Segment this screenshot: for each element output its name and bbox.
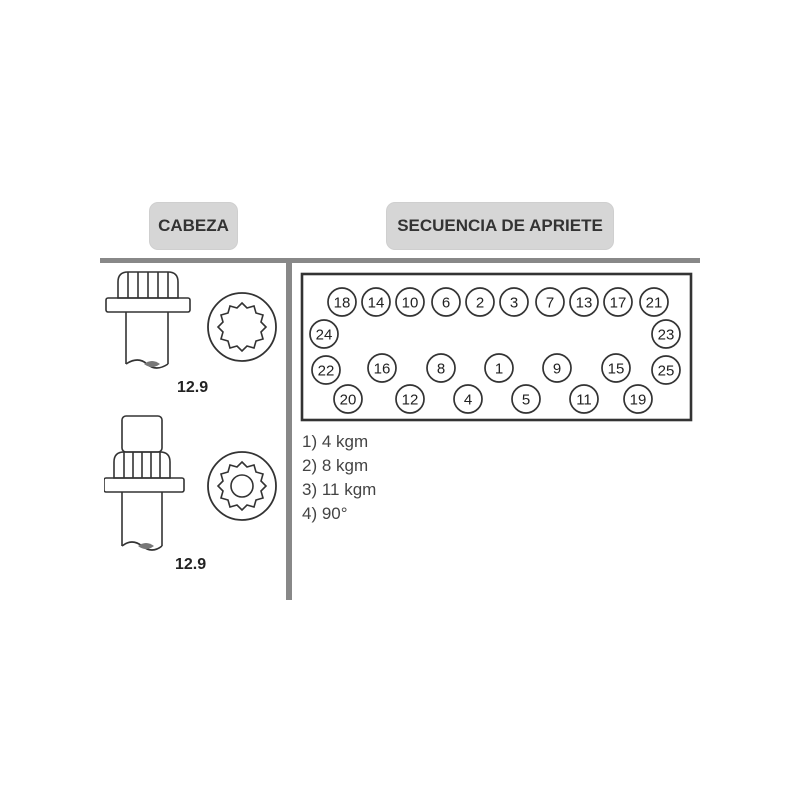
bolt-position-5: 5 — [511, 384, 541, 414]
bolt-number: 22 — [318, 363, 335, 380]
bolt-circle — [623, 384, 653, 414]
bolt-2-grade: 12.9 — [175, 556, 207, 573]
bolt-number: 6 — [442, 295, 450, 312]
bolt-circle — [367, 353, 397, 383]
bolt-position-11: 11 — [569, 384, 599, 414]
bolt-position-20: 20 — [333, 384, 363, 414]
sequence-header: SECUENCIA DE APRIETE — [387, 203, 613, 249]
bolt-position-15: 15 — [601, 353, 631, 383]
bolt-circle — [465, 287, 495, 317]
bolt-number: 8 — [437, 361, 445, 378]
bolt-position-23: 23 — [651, 319, 681, 349]
bolt-number: 3 — [510, 295, 518, 312]
bolt-2-top-view — [207, 451, 277, 521]
bolt-number: 20 — [340, 392, 357, 409]
bolt-number: 17 — [610, 295, 627, 312]
bolt-position-17: 17 — [603, 287, 633, 317]
bolt-number: 9 — [553, 361, 561, 378]
bolt-number: 19 — [630, 392, 647, 409]
bolt-number: 2 — [476, 295, 484, 312]
bolt-position-10: 10 — [395, 287, 425, 317]
bolt-circle — [651, 319, 681, 349]
bolt-number: 13 — [576, 295, 593, 312]
bolt-position-24: 24 — [309, 319, 339, 349]
bolt-position-21: 21 — [639, 287, 669, 317]
bolt-number: 24 — [316, 327, 333, 344]
bolt-number: 25 — [658, 363, 675, 380]
bolt-number: 7 — [546, 295, 554, 312]
bolt-position-1: 1 — [484, 353, 514, 383]
tightening-step: 4) 90° — [302, 504, 348, 523]
bolt-circle — [309, 319, 339, 349]
tightening-step: 3) 11 kgm — [302, 480, 377, 499]
bolt-number: 15 — [608, 361, 625, 378]
bolt-circle — [327, 287, 357, 317]
vertical-divider — [286, 263, 292, 600]
head-header: CABEZA — [150, 203, 237, 249]
bolt-position-9: 9 — [542, 353, 572, 383]
bolt-1-side-view — [105, 271, 191, 369]
bolt-number: 21 — [646, 295, 663, 312]
bolt-position-12: 12 — [395, 384, 425, 414]
bolt-circle — [431, 287, 461, 317]
bolt-circle — [639, 287, 669, 317]
bolt-circle — [361, 287, 391, 317]
bolt-circle — [453, 384, 483, 414]
tightening-step: 1) 4 kgm — [302, 432, 369, 451]
bolt-number: 16 — [374, 361, 391, 378]
bolt-number: 23 — [658, 327, 675, 344]
bolt-2-side-view — [104, 415, 185, 551]
bolt-position-3: 3 — [499, 287, 529, 317]
bolt-1-grade: 12.9 — [177, 379, 209, 396]
bolt-position-16: 16 — [367, 353, 397, 383]
bolt-position-7: 7 — [535, 287, 565, 317]
bolt-circle — [395, 384, 425, 414]
bolt-number: 5 — [522, 392, 530, 409]
bolt-circle — [499, 287, 529, 317]
bolt-circle — [542, 353, 572, 383]
bolt-circle — [569, 384, 599, 414]
bolt-circle — [511, 384, 541, 414]
bolt-number: 10 — [402, 295, 419, 312]
bolt-circle — [535, 287, 565, 317]
bolt-number: 14 — [368, 295, 385, 312]
bolt-position-6: 6 — [431, 287, 461, 317]
horizontal-divider — [100, 258, 700, 263]
bolt-position-25: 25 — [651, 355, 681, 385]
bolt-number: 12 — [402, 392, 419, 409]
bolt-position-14: 14 — [361, 287, 391, 317]
bolt-number: 18 — [334, 295, 351, 312]
bolt-number: 4 — [464, 392, 472, 409]
bolt-circle — [603, 287, 633, 317]
bolt-position-19: 19 — [623, 384, 653, 414]
bolt-circle — [569, 287, 599, 317]
bolt-circle — [395, 287, 425, 317]
bolt-position-2: 2 — [465, 287, 495, 317]
bolt-position-18: 18 — [327, 287, 357, 317]
bolt-position-4: 4 — [453, 384, 483, 414]
bolt-position-8: 8 — [426, 353, 456, 383]
bolt-circle — [651, 355, 681, 385]
bolt-number: 1 — [495, 361, 503, 378]
bolt-circle — [311, 355, 341, 385]
bolt-position-22: 22 — [311, 355, 341, 385]
tightening-step: 2) 8 kgm — [302, 456, 369, 475]
bolt-number: 11 — [576, 392, 592, 409]
bolt-1-top-view — [207, 292, 277, 362]
bolt-position-13: 13 — [569, 287, 599, 317]
bolt-circle — [601, 353, 631, 383]
bolt-circle — [426, 353, 456, 383]
bolt-circle — [484, 353, 514, 383]
tightening-steps-list: 1) 4 kgm 2) 8 kgm 3) 11 kgm 4) 90° — [302, 430, 376, 526]
bolt-circle — [333, 384, 363, 414]
